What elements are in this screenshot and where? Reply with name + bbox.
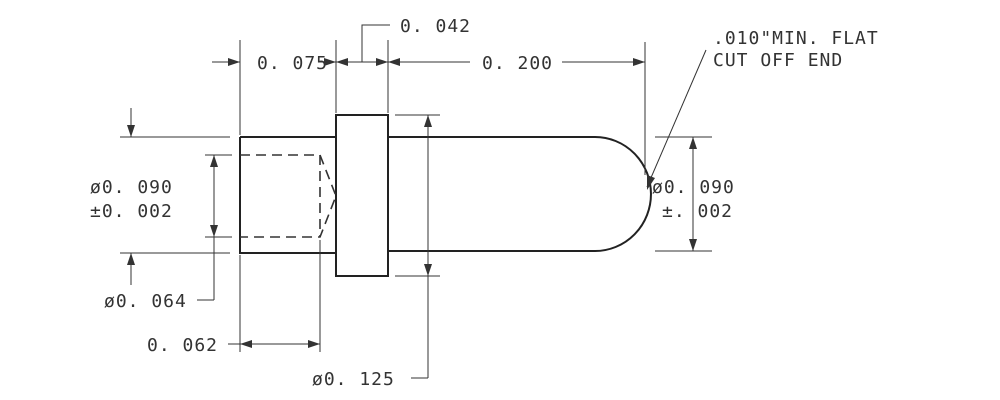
dim-0075-label: 0. 075 bbox=[257, 53, 328, 74]
note-line2: CUT OFF END bbox=[713, 50, 843, 71]
flange-dia-label: ø0. 125 bbox=[312, 369, 395, 390]
flat-note: .010"MIN. FLAT CUT OFF END bbox=[646, 28, 879, 190]
bore-depth-label: 0. 062 bbox=[147, 335, 218, 356]
pin-body bbox=[388, 136, 652, 252]
dim-0200-label: 0. 200 bbox=[482, 53, 553, 74]
left-dia-line2: ±0. 002 bbox=[90, 201, 173, 222]
hidden-bore bbox=[240, 154, 337, 238]
extension-lines bbox=[120, 40, 712, 352]
bore-dia-label: ø0. 064 bbox=[104, 291, 187, 312]
dim-0200: 0. 200 bbox=[388, 53, 645, 74]
left-shank bbox=[239, 136, 336, 254]
dim-bore-dia: ø0. 064 bbox=[104, 155, 218, 312]
note-line1: .010"MIN. FLAT bbox=[713, 28, 879, 49]
right-dia-line1: ø0. 090 bbox=[652, 177, 735, 198]
dim-right-dia: ø0. 090 ±. 002 bbox=[652, 137, 735, 251]
flange bbox=[335, 114, 389, 277]
dim-left-dia: ø0. 090 ±0. 002 bbox=[90, 108, 173, 285]
left-dia-line1: ø0. 090 bbox=[90, 177, 173, 198]
dim-bore-depth: 0. 062 bbox=[147, 335, 320, 356]
dim-flange-dia: ø0. 125 bbox=[312, 115, 432, 390]
part-outline bbox=[239, 114, 652, 277]
dim-0042-label: 0. 042 bbox=[400, 16, 471, 37]
right-dia-line2: ±. 002 bbox=[662, 201, 733, 222]
dim-0042: 0. 042 bbox=[336, 16, 471, 66]
dim-0075: 0. 075 bbox=[212, 53, 336, 74]
